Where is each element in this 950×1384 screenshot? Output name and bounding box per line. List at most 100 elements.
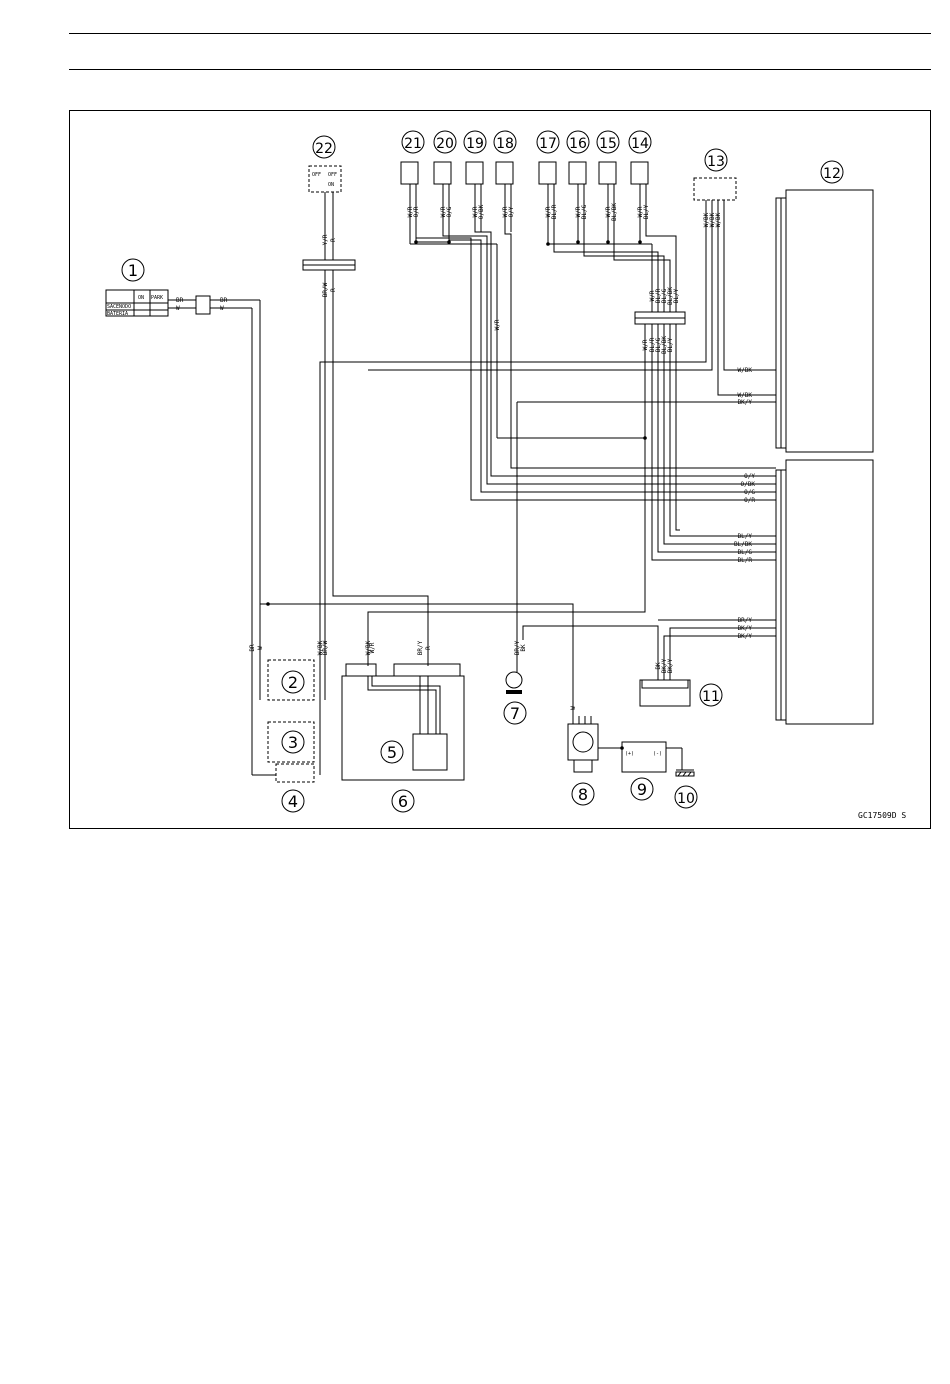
wire-label-c13a: W/BK <box>703 212 710 227</box>
wire-label-c1d: W <box>220 305 224 312</box>
callout-2: 2 <box>288 673 298 692</box>
switch-head-on: ON <box>138 295 144 301</box>
callout-22: 22 <box>315 141 333 157</box>
wire-label-hubL4: BL/BK <box>661 336 668 354</box>
wire-label-b2: W <box>257 646 264 650</box>
wire-label-b10: BK <box>520 644 527 652</box>
wire-label-c14: W/R <box>637 206 644 217</box>
wire-label-b7: BR/Y <box>417 640 424 655</box>
wire-label-hub1: W/R <box>649 290 656 301</box>
battery-plus-label: (+) <box>625 751 634 757</box>
wire-label-r10: BL/G <box>738 549 753 556</box>
ign-label-3: ON <box>328 182 334 188</box>
callout-10: 10 <box>677 791 695 807</box>
callout-15: 15 <box>599 136 617 152</box>
wire-label-c16: W/R <box>575 206 582 217</box>
callout-4: 4 <box>288 792 298 811</box>
callout-13: 13 <box>707 154 725 170</box>
wire-label-m1: W/R <box>494 319 501 330</box>
wire-label-b5: W/BK <box>365 640 372 655</box>
wire-label-c18b: O/Y <box>508 206 515 217</box>
wire-label-b12: BK/Y <box>661 658 668 673</box>
callout-21: 21 <box>404 136 422 152</box>
wire-label-r9: BL/BK <box>734 541 752 548</box>
wire-label-b1: BR <box>249 644 256 652</box>
diagram-frame <box>69 110 931 829</box>
wire-label-c1c: BR <box>220 297 228 304</box>
wire-label-c17: W/R <box>545 206 552 217</box>
wire-label-c19: W/R <box>472 206 479 217</box>
wire-label-r2: W/BK <box>738 392 753 399</box>
wire-label-c15: W/R <box>605 206 612 217</box>
wire-label-r5: O/BK <box>741 481 756 488</box>
wire-label-c13b: W/BK <box>709 212 716 227</box>
wire-label-hub5: BL/Y <box>673 288 680 303</box>
wire-label-c21: W/R <box>407 206 414 217</box>
wire-label-b9: BR/Y <box>514 640 521 655</box>
wire-label-b13: BK/Y <box>667 658 674 673</box>
wire-label-c1a: BR <box>176 297 184 304</box>
wire-label-c20b: O/G <box>446 206 453 217</box>
connector-13-body <box>693 177 737 201</box>
ignition-switch-22-body <box>308 165 342 193</box>
wire-label-c16b: BL/G <box>581 204 588 219</box>
callout-7: 7 <box>510 704 520 723</box>
callout-16: 16 <box>569 136 587 152</box>
header-rule-bottom <box>69 69 931 70</box>
wire-label-b14: W <box>570 706 577 710</box>
wire-label-r4: O/Y <box>744 473 755 480</box>
wire-label-b8: R <box>425 646 432 650</box>
callout-8: 8 <box>578 785 588 804</box>
wire-label-c19b: O/BK <box>478 204 485 219</box>
callout-19: 19 <box>466 136 484 152</box>
wire-label-hubL1: W/R <box>642 339 649 350</box>
wire-label-r12: BR/Y <box>738 617 753 624</box>
wire-label-r8: BL/Y <box>738 533 753 540</box>
wire-label-hub3: BL/G <box>661 288 668 303</box>
callout-14: 14 <box>631 136 649 152</box>
wire-label-c18: W/R <box>502 206 509 217</box>
callout-3: 3 <box>288 733 298 752</box>
callout-12: 12 <box>823 166 841 182</box>
wire-label-j22b: R <box>330 238 337 242</box>
wire-label-b11: BK <box>655 662 662 670</box>
header-rule-top <box>69 33 931 34</box>
diagram-code: GC17509D S <box>858 811 906 820</box>
wire-label-hub2: BL/R <box>655 288 662 303</box>
callout-11: 11 <box>702 689 720 705</box>
callout-5: 5 <box>387 743 397 762</box>
wire-label-c17b: BL/R <box>551 204 558 219</box>
wire-label-j22c: BR/W <box>322 282 329 297</box>
wire-label-r6: O/G <box>744 489 755 496</box>
wire-label-r14: BK/Y <box>738 633 753 640</box>
battery-minus-label: (-) <box>653 751 662 757</box>
wire-label-c13c: W/BK <box>715 212 722 227</box>
top-connectors <box>400 161 649 185</box>
callout-9: 9 <box>637 780 647 799</box>
wire-label-c20: W/R <box>440 206 447 217</box>
wire-label-r3: BK/Y <box>738 399 753 406</box>
wire-label-c21b: O/R <box>413 206 420 217</box>
wire-label-r1: W/BK <box>738 367 753 374</box>
callout-1: 1 <box>128 261 138 280</box>
switch-row-1: SACENODO <box>107 304 131 310</box>
wire-label-j22d: R <box>330 288 337 292</box>
wire-label-hubL5: BL/Y <box>667 337 674 352</box>
wire-label-c1b: W <box>176 305 180 312</box>
wire-label-r13: BK/Y <box>738 625 753 632</box>
wire-label-r11: BL/R <box>738 557 753 564</box>
ign-label-2: OFF <box>328 172 337 178</box>
ign-label-1: OFF <box>312 172 321 178</box>
wire-label-j22a: Y/R <box>322 234 329 245</box>
wire-label-b6: W/R <box>369 642 376 653</box>
callout-18: 18 <box>496 136 514 152</box>
callout-17: 17 <box>539 136 557 152</box>
switch-head-park: PARK <box>151 295 163 301</box>
wire-label-b3: W/BK <box>317 640 324 655</box>
callout-6: 6 <box>398 792 408 811</box>
wire-label-c15b: BL/BK <box>611 203 618 221</box>
wire-label-b4: BR/W <box>322 640 329 655</box>
wire-label-hubL3: BL/G <box>655 337 662 352</box>
wire-label-c14b: BL/Y <box>643 204 650 219</box>
